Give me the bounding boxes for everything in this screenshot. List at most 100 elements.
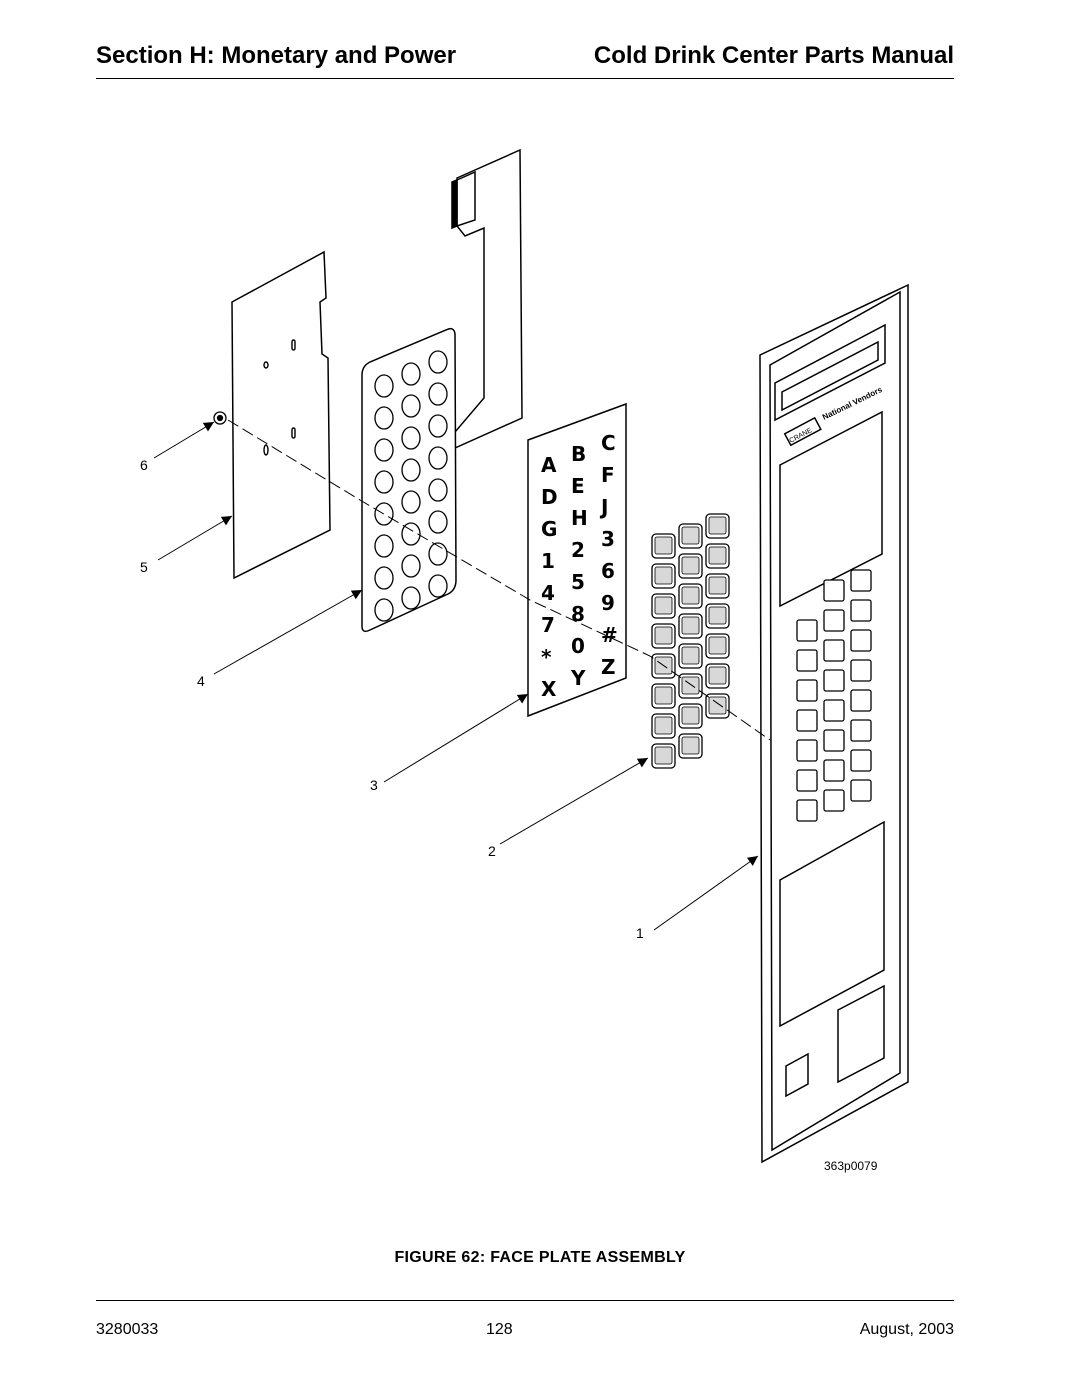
key-cap-face [681, 646, 700, 665]
switch-membrane [361, 327, 457, 633]
overlay-legend: 0 [571, 634, 585, 658]
key-cap-face [654, 746, 673, 765]
key-cap-face [654, 686, 673, 705]
page-number: 128 [486, 1321, 513, 1338]
callout-2: 2 [488, 843, 496, 859]
part-number: 3280033 [96, 1321, 159, 1338]
face-plate-key-opening [850, 749, 872, 772]
face-plate-key-opening [796, 619, 818, 642]
face-plate-key-opening [850, 719, 872, 742]
face-plate-key-opening [850, 599, 872, 622]
callout-6: 6 [140, 457, 148, 473]
key-cap-face [708, 606, 727, 625]
key-cap-face [654, 626, 673, 645]
key-cap-face [681, 676, 700, 695]
callout-3: 3 [370, 777, 378, 793]
alignment-line [227, 419, 771, 741]
overlay-legend: * [541, 645, 552, 669]
key-cap-face [681, 616, 700, 635]
callout-1: 1 [636, 925, 644, 941]
overlay-legend: H [571, 506, 588, 530]
face-plate-key-opening [850, 629, 872, 652]
leader-lines [153, 421, 759, 931]
membrane-contact [428, 542, 448, 566]
face-plate-key-opening [823, 579, 845, 602]
key-cap-face [681, 556, 700, 575]
overlay-legend: 3 [601, 527, 615, 551]
face-plate-key-opening [796, 769, 818, 792]
overlay-legend: C [601, 431, 616, 455]
key-cap-face [654, 536, 673, 555]
key-cap-face [654, 596, 673, 615]
overlay-legend: 2 [571, 538, 585, 562]
membrane-contact [374, 502, 394, 526]
key-cap-face [708, 576, 727, 595]
overlay-legend: D [541, 485, 558, 509]
membrane-contact [401, 426, 421, 450]
membrane-contact [374, 438, 394, 462]
membrane-contact [374, 534, 394, 558]
callout-4: 4 [197, 673, 205, 689]
overlay-legend: A [541, 453, 557, 477]
face-plate-key-opening [823, 639, 845, 662]
key-cap-face [681, 586, 700, 605]
key-caps [651, 513, 730, 769]
page-footer: 3280033 128 August, 2003 [96, 1300, 954, 1338]
membrane-contact [374, 374, 394, 398]
backing-plate [231, 250, 331, 580]
key-cap-face [708, 636, 727, 655]
membrane-contact [428, 414, 448, 438]
overlay-legend: E [571, 474, 585, 498]
face-plate-key-openings [796, 569, 872, 822]
membrane-contact [401, 362, 421, 386]
key-cap-face [681, 736, 700, 755]
overlay-legend: Y [570, 666, 586, 690]
ribbon-cable [451, 148, 523, 450]
key-cap-face [654, 566, 673, 585]
membrane-contact [428, 478, 448, 502]
key-cap-face [708, 666, 727, 685]
manual-title: Cold Drink Center Parts Manual [593, 42, 954, 69]
overlay-legend: # [601, 623, 618, 647]
footer-date: August, 2003 [859, 1321, 954, 1338]
key-cap-face [708, 696, 727, 715]
keypad-overlay [527, 402, 627, 718]
key-cap-face [708, 516, 727, 535]
face-plate-key-opening [850, 689, 872, 712]
membrane-contact [428, 574, 448, 598]
overlay-legend: G [541, 517, 557, 541]
face-plate-key-opening [850, 569, 872, 592]
face-plate-key-opening [823, 759, 845, 782]
overlay-legend: B [571, 442, 586, 466]
overlay-legend: 4 [541, 581, 555, 605]
membrane-contact [374, 406, 394, 430]
key-cap-face [681, 526, 700, 545]
screw [213, 411, 227, 425]
face-plate-key-opening [823, 729, 845, 752]
overlay-legend: F [601, 463, 615, 487]
overlay-legend: J [599, 495, 608, 519]
membrane-contact [428, 350, 448, 374]
overlay-legend: 5 [571, 570, 585, 594]
overlay-legend: 6 [601, 559, 615, 583]
page-header: Section H: Monetary and Power Cold Drink… [96, 40, 954, 79]
overlay-legend: 7 [541, 613, 555, 637]
membrane-contact [428, 446, 448, 470]
face-plate-key-opening [796, 709, 818, 732]
overlay-legend: 9 [601, 591, 615, 615]
membrane-contact [401, 458, 421, 482]
face-plate-key-opening [850, 779, 872, 802]
face-plate-key-opening [823, 699, 845, 722]
overlay-legend: X [541, 677, 557, 701]
face-plate-key-opening [823, 609, 845, 632]
figure-reference-code: 363p0079 [824, 1159, 878, 1173]
key-cap-face [654, 716, 673, 735]
membrane-contact [374, 598, 394, 622]
face-plate-key-opening [796, 739, 818, 762]
overlay-legend: 8 [571, 602, 585, 626]
membrane-contact [428, 510, 448, 534]
membrane-contact [374, 566, 394, 590]
face-plate-key-opening [796, 799, 818, 822]
